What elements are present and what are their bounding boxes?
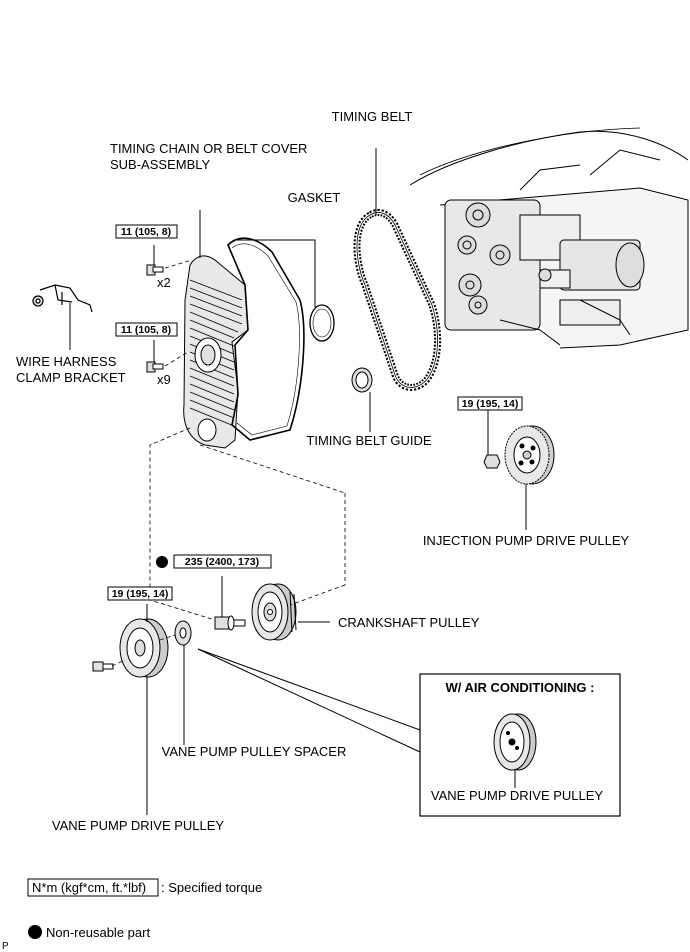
inset-vane-pulley	[493, 713, 537, 771]
nonreusable-icon	[28, 925, 42, 939]
assembly-guide-lines	[111, 259, 346, 667]
legend-torque-desc: : Specified torque	[161, 880, 262, 895]
crankshaft-pulley	[251, 583, 297, 641]
label-cover-line2: SUB-ASSEMBLY	[110, 157, 211, 172]
svg-text:235 (2400, 173): 235 (2400, 173)	[185, 556, 259, 568]
label-cover-line1: TIMING CHAIN OR BELT COVER	[110, 141, 307, 156]
label-injection-pulley: INJECTION PUMP DRIVE PULLEY	[423, 533, 630, 548]
cover-bolt-upper	[146, 264, 164, 276]
air-conditioning-inset: W/ AIR CONDITIONING : VANE PUMP DRIVE PU…	[419, 673, 621, 817]
crankshaft-bolt	[214, 615, 246, 631]
timing-belt-guide	[351, 367, 373, 393]
corner-mark: P	[2, 941, 9, 952]
nonreusable-mark	[156, 556, 168, 568]
svg-text:11 (105, 8): 11 (105, 8)	[121, 226, 171, 238]
label-spacer: VANE PUMP PULLEY SPACER	[162, 744, 347, 759]
vane-pulley-bolt	[92, 661, 114, 672]
qty-x9: x9	[157, 372, 171, 387]
inset-title: W/ AIR CONDITIONING :	[445, 680, 594, 695]
qty-x2: x2	[157, 275, 171, 290]
vane-pump-pulley-spacer	[174, 620, 192, 646]
gasket	[227, 237, 335, 441]
legend-torque-box: N*m (kgf*cm, ft.*lbf)	[32, 880, 146, 895]
torque-crankshaft-bolt: 235 (2400, 173)	[156, 554, 272, 569]
svg-text:11 (105, 8): 11 (105, 8)	[121, 324, 171, 336]
label-wire-line2: CLAMP BRACKET	[16, 370, 126, 385]
torque-vane-pulley: 19 (195, 14)	[107, 586, 173, 601]
wire-harness-clamp-bracket	[32, 284, 93, 313]
timing-belt	[353, 209, 442, 391]
label-belt-guide: TIMING BELT GUIDE	[306, 433, 432, 448]
svg-text:19 (195, 14): 19 (195, 14)	[462, 398, 519, 410]
label-gasket: GASKET	[288, 190, 341, 205]
label-timing-belt: TIMING BELT	[332, 109, 413, 124]
injection-pump-drive-pulley	[504, 425, 555, 485]
torque-cover-upper: 11 (105, 8)	[115, 224, 178, 239]
timing-cover	[183, 255, 249, 449]
label-vane-pulley: VANE PUMP DRIVE PULLEY	[52, 818, 225, 833]
engine-illustration	[409, 127, 689, 349]
injection-pulley-nut	[483, 454, 501, 469]
svg-text:19 (195, 14): 19 (195, 14)	[112, 588, 169, 600]
vane-pump-drive-pulley	[119, 618, 169, 678]
inset-pulley-label: VANE PUMP DRIVE PULLEY	[431, 788, 604, 803]
leader-lines	[69, 148, 527, 815]
cover-bolt-lower	[146, 361, 164, 373]
legend-nonreusable: Non-reusable part	[28, 925, 150, 940]
label-wire-line1: WIRE HARNESS	[16, 354, 117, 369]
torque-cover-lower: 11 (105, 8)	[115, 322, 178, 337]
torque-injection-pulley: 19 (195, 14)	[457, 396, 523, 411]
label-crankshaft-pulley: CRANKSHAFT PULLEY	[338, 615, 480, 630]
legend-nonreusable-text: Non-reusable part	[46, 925, 150, 940]
legend-torque: N*m (kgf*cm, ft.*lbf) : Specified torque	[27, 878, 262, 897]
